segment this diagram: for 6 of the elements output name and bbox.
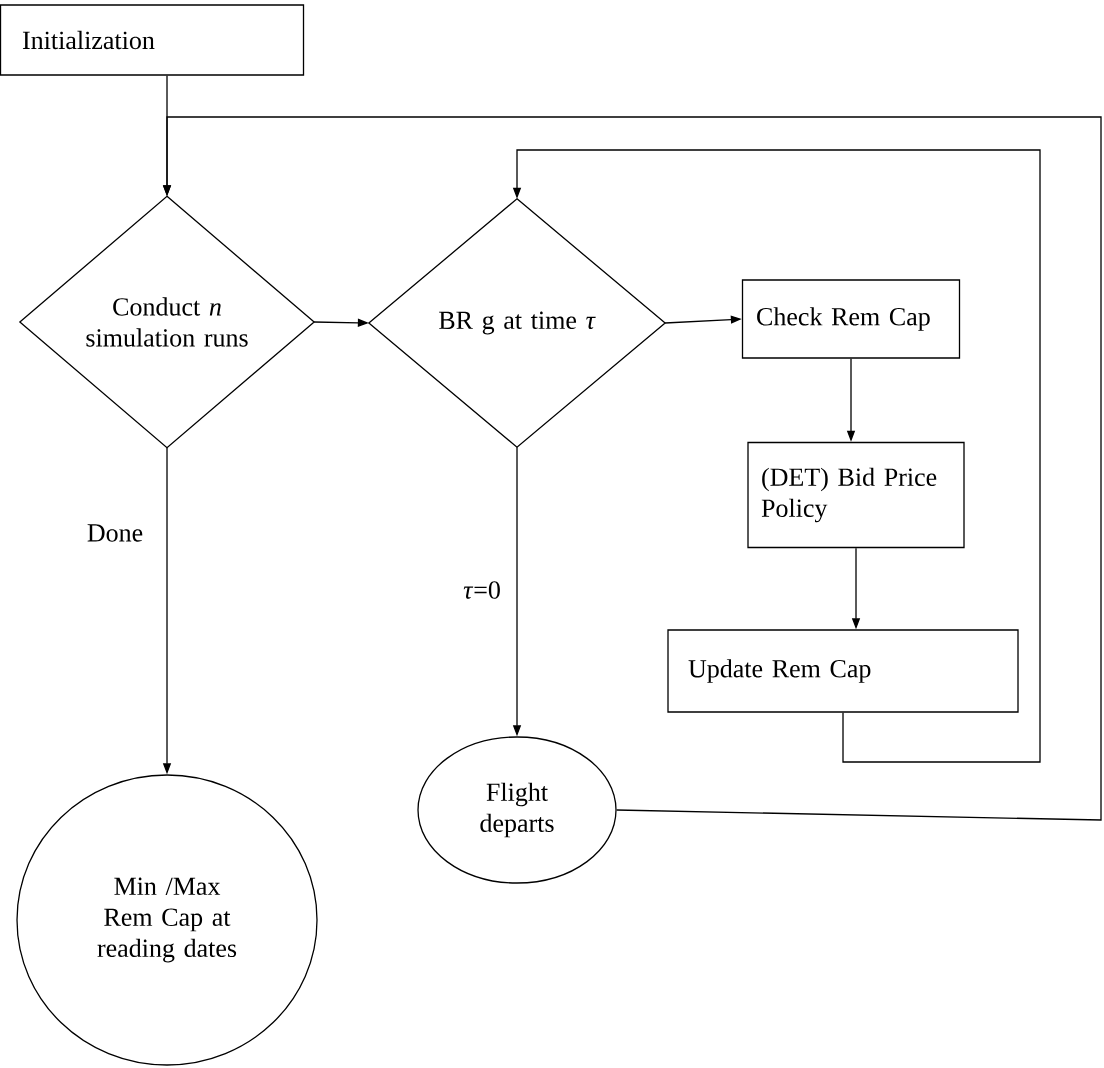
edge-label: Done (84, 522, 146, 544)
process-box: Check Rem Cap (741, 279, 961, 359)
edge-label: τ=0 (461, 579, 503, 601)
process-box: (DET) Bid Price Policy (747, 441, 965, 549)
process-box: Update Rem Cap (667, 629, 1019, 713)
process-box: Initialization (0, 4, 305, 76)
